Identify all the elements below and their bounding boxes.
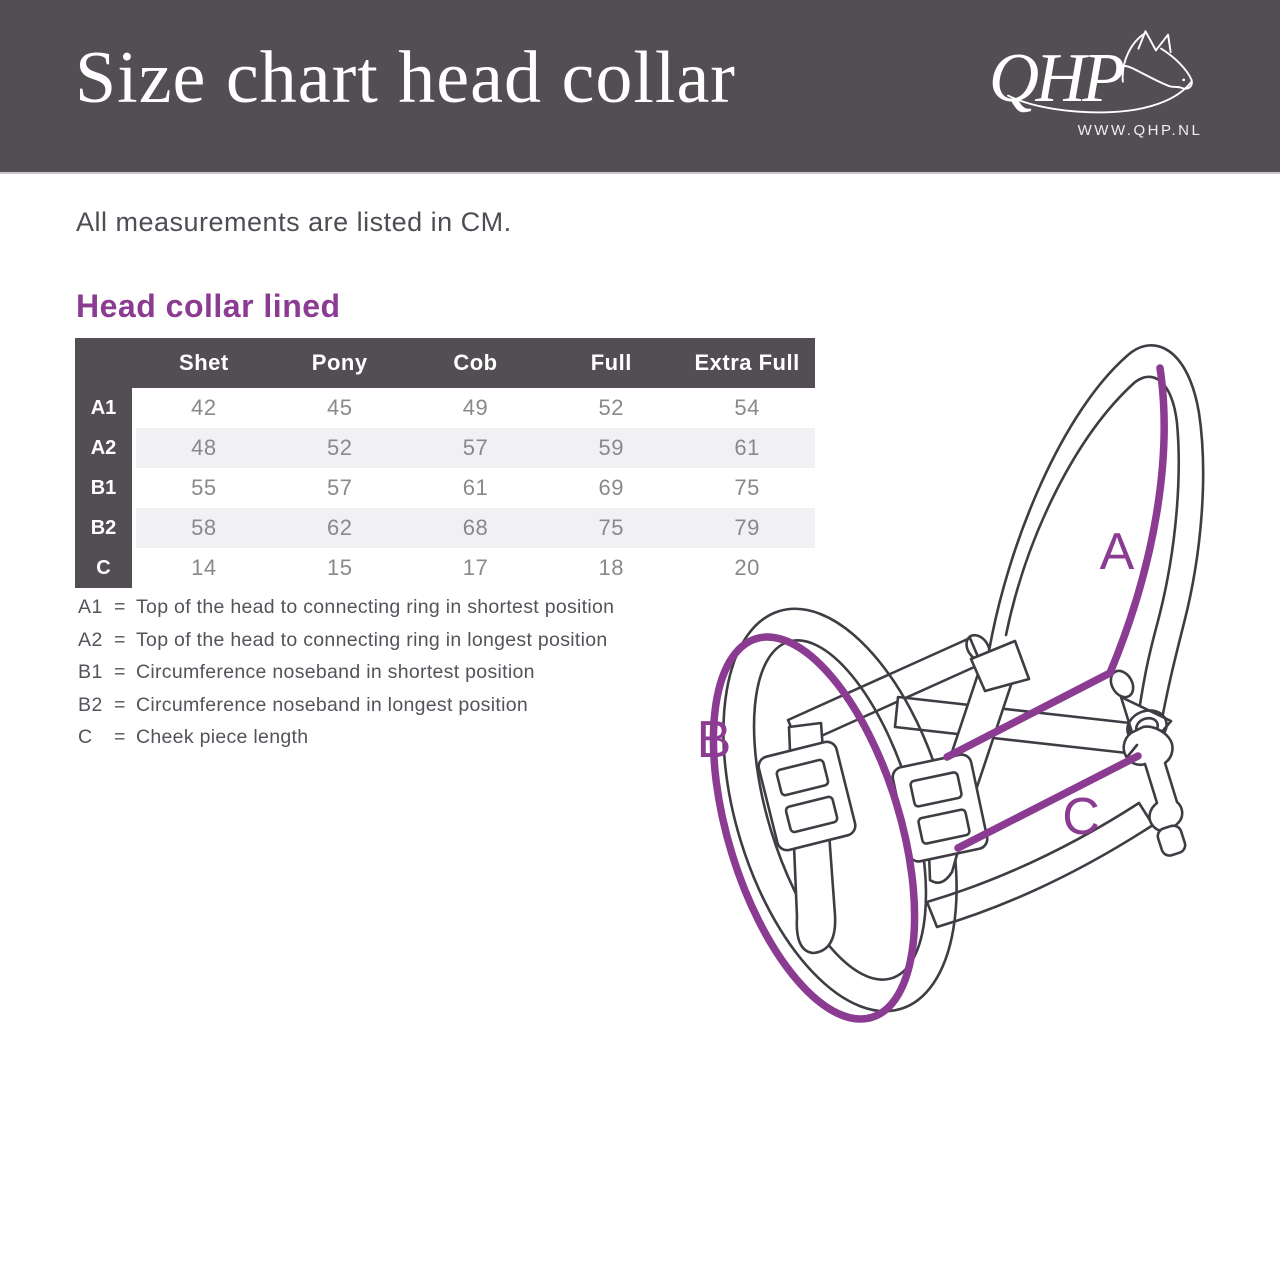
legend-description: Circumference noseband in longest positi…	[136, 693, 528, 716]
table-cell: 52	[271, 428, 408, 468]
legend-description: Top of the head to connecting ring in lo…	[136, 628, 608, 651]
legend-equals: =	[114, 596, 126, 618]
header-bar: Size chart head collar QHP WWW.QHP.NL	[0, 0, 1280, 174]
table-cell: 57	[271, 468, 408, 508]
legend-equals: =	[114, 628, 126, 651]
table-cell: 75	[543, 508, 680, 548]
legend-key: A2	[78, 628, 103, 651]
measurement-unit-note: All measurements are listed in CM.	[76, 207, 512, 237]
measure-a-line	[943, 364, 1168, 761]
table-cell: 69	[543, 468, 680, 508]
row-gap	[132, 468, 136, 508]
page-title: Size chart head collar	[75, 37, 736, 119]
section-title: Head collar lined	[76, 288, 341, 324]
column-header-extra-full: Extra Full	[694, 350, 800, 375]
table-cell: 54	[679, 388, 815, 428]
crown-loop	[986, 344, 1205, 737]
legend-item: B1 = Circumference noseband in shortest …	[78, 661, 698, 694]
strap-junction-left	[965, 633, 1031, 693]
row-gap	[132, 548, 136, 588]
column-header-cob: Cob	[453, 350, 498, 375]
slide-buckle-left	[757, 740, 857, 852]
table-cell: 61	[407, 468, 544, 508]
row-gap	[132, 388, 136, 428]
measure-label-c: C	[1062, 788, 1100, 846]
table-cell: 68	[407, 508, 544, 548]
table-cell: 18	[543, 548, 680, 588]
table-cell: 17	[407, 548, 544, 588]
table-cell: 15	[271, 548, 408, 588]
measure-label-a: A	[1100, 523, 1135, 581]
legend-item: A1 = Top of the head to connecting ring …	[78, 596, 698, 629]
table-cell: 52	[543, 388, 680, 428]
row-label: B2	[75, 508, 132, 548]
legend-key: C	[78, 726, 93, 748]
table-cell: 58	[136, 508, 272, 548]
measure-b-ellipse	[709, 633, 919, 1023]
table-cell: 14	[136, 548, 272, 588]
slide-buckle-right	[891, 753, 989, 863]
table-cell: 79	[679, 508, 815, 548]
legend-item: B2 = Circumference noseband in longest p…	[78, 694, 698, 727]
table-cell: 75	[679, 468, 815, 508]
logo-website-url: WWW.QHP.NL	[1077, 122, 1203, 139]
table-cell: 61	[679, 428, 815, 468]
qhp-logo-text: QHP	[989, 40, 1123, 117]
legend-item: C = Cheek piece length	[78, 726, 698, 759]
table-cell: 20	[679, 548, 815, 588]
legend-key: A1	[78, 596, 103, 618]
measure-label-b: B	[697, 711, 732, 769]
table-row: A2 48 52 57 59 61	[75, 428, 815, 468]
legend-equals: =	[114, 693, 126, 716]
legend-key: B2	[78, 693, 103, 716]
row-gap	[132, 428, 136, 468]
table-cell: 62	[271, 508, 408, 548]
table-row: B2 58 62 68 75 79	[75, 508, 815, 548]
table-cell: 45	[271, 388, 408, 428]
legend-equals: =	[114, 661, 126, 683]
legend-key: B1	[78, 661, 103, 683]
table-cell: 55	[136, 468, 272, 508]
legend-description: Cheek piece length	[136, 726, 309, 748]
table-cell: 57	[407, 428, 544, 468]
legend-item: A2 = Top of the head to connecting ring …	[78, 629, 698, 662]
qhp-logo: QHP	[989, 30, 1193, 117]
row-label: C	[75, 548, 132, 588]
size-table-header: Shet Pony Cob Full Extra Full	[75, 338, 815, 388]
column-header-pony: Pony	[311, 350, 368, 375]
legend-description: Circumference noseband in shortest posit…	[136, 661, 535, 683]
table-row: C 14 15 17 18 20	[75, 548, 815, 588]
row-gap	[132, 508, 136, 548]
column-header-full: Full	[590, 350, 632, 375]
row-label: A1	[75, 388, 132, 428]
horse-head-icon	[1007, 30, 1193, 114]
legend-equals: =	[114, 726, 126, 748]
legend-description: Top of the head to connecting ring in sh…	[136, 596, 615, 618]
measurement-legend: A1 = Top of the head to connecting ring …	[78, 596, 698, 759]
row-label: A2	[75, 428, 132, 468]
table-row: B1 55 57 61 69 75	[75, 468, 815, 508]
column-header-shet: Shet	[179, 350, 229, 375]
table-cell: 49	[407, 388, 544, 428]
table-cell: 59	[543, 428, 680, 468]
table-cell: 48	[136, 428, 272, 468]
table-row: A1 42 45 49 52 54	[75, 388, 815, 428]
table-cell: 42	[136, 388, 272, 428]
measure-c-line	[954, 752, 1142, 852]
head-collar-diagram: A B C	[697, 344, 1205, 1023]
size-table: Shet Pony Cob Full Extra Full A1 42 45 4…	[75, 338, 815, 588]
row-label: B1	[75, 468, 132, 508]
